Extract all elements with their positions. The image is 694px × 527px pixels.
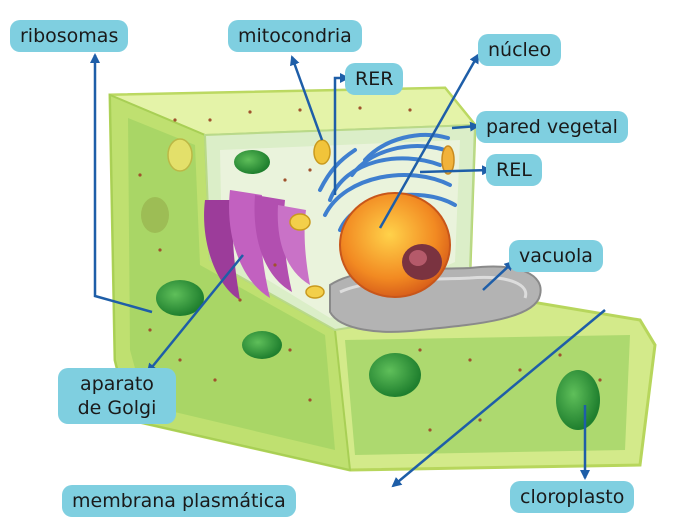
label-rel: REL xyxy=(486,154,542,186)
label-membrana-plasmatica: membrana plasmática xyxy=(62,485,296,517)
label-mitocondria: mitocondria xyxy=(228,20,362,52)
nucleus xyxy=(340,193,450,297)
label-aparato-line2: de Golgi xyxy=(68,396,166,420)
label-vacuola: vacuola xyxy=(509,240,603,272)
label-cloroplasto: cloroplasto xyxy=(510,481,634,513)
label-aparato-line1: aparato xyxy=(68,372,166,396)
label-pared-vegetal: pared vegetal xyxy=(476,111,628,143)
label-nucleo: núcleo xyxy=(478,34,561,66)
label-ribosomas: ribosomas xyxy=(10,20,128,52)
label-aparato-golgi: aparato de Golgi xyxy=(58,368,176,424)
label-rer: RER xyxy=(345,63,403,95)
